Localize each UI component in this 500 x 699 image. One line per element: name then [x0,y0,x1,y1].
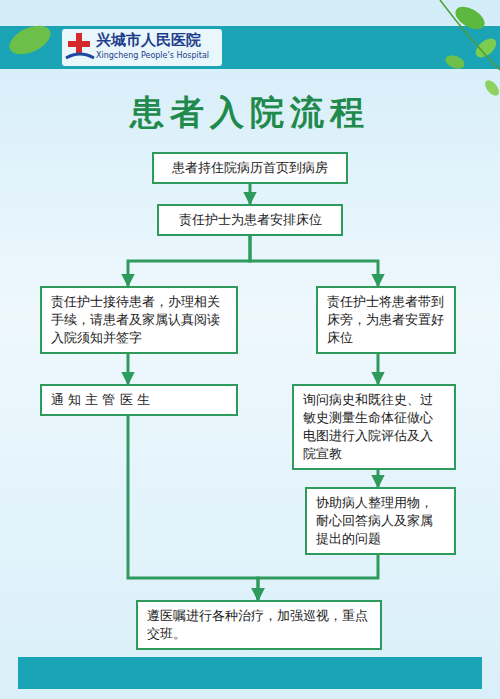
flow-arrow [127,354,130,384]
flow-arrow [377,354,380,384]
logo-panel [62,29,222,66]
process-box: 协助病人整理用物，耐心回答病人及家属提出的问题 [305,487,456,555]
hospital-name: 兴城市人民医院 [96,31,201,50]
box-text: 询问病史和既往史、过敏史测量生命体征做心电图进行入院评估及入院宣教 [303,391,445,463]
process-box: 责任护士接待患者，办理相关手续，请患者及家属认真阅读入院须知并签字 [40,286,238,354]
hospital-name-en: Xingcheng People's Hospital [96,51,209,60]
flow-arrow [128,236,250,286]
box-text: 责任护士接待患者，办理相关手续，请患者及家属认真阅读入院须知并签字 [51,293,227,347]
process-box: 责任护士为患者安排床位 [157,204,343,236]
flow-arrow [258,555,378,600]
box-text: 通 知 主 管 医 生 [51,391,227,409]
hospital-logo [66,33,94,58]
header-band [0,26,500,69]
flow-arrow [249,184,252,204]
flow-arrow [377,470,380,487]
diagram-title: 患者入院流程 [0,90,500,136]
box-text: 责任护士将患者带到床旁，为患者安置好床位 [327,293,445,347]
flow-arrow [250,236,378,286]
process-box: 询问病史和既往史、过敏史测量生命体征做心电图进行入院评估及入院宣教 [292,384,456,470]
box-text: 责任护士为患者安排床位 [168,211,332,229]
box-text: 协助病人整理用物，耐心回答病人及家属提出的问题 [316,494,445,548]
box-text: 患者持住院病历首页到病房 [163,159,337,177]
leaf-decoration [5,0,500,98]
process-box: 责任护士将患者带到床旁，为患者安置好床位 [316,286,456,354]
box-text: 遵医嘱进行各种治疗，加强巡视，重点交班。 [147,607,371,643]
process-box: 遵医嘱进行各种治疗，加强巡视，重点交班。 [136,600,382,650]
flow-arrow [128,416,258,600]
process-box: 通 知 主 管 医 生 [40,384,238,416]
process-box: 患者持住院病历首页到病房 [152,152,348,184]
footer-band [18,657,482,689]
